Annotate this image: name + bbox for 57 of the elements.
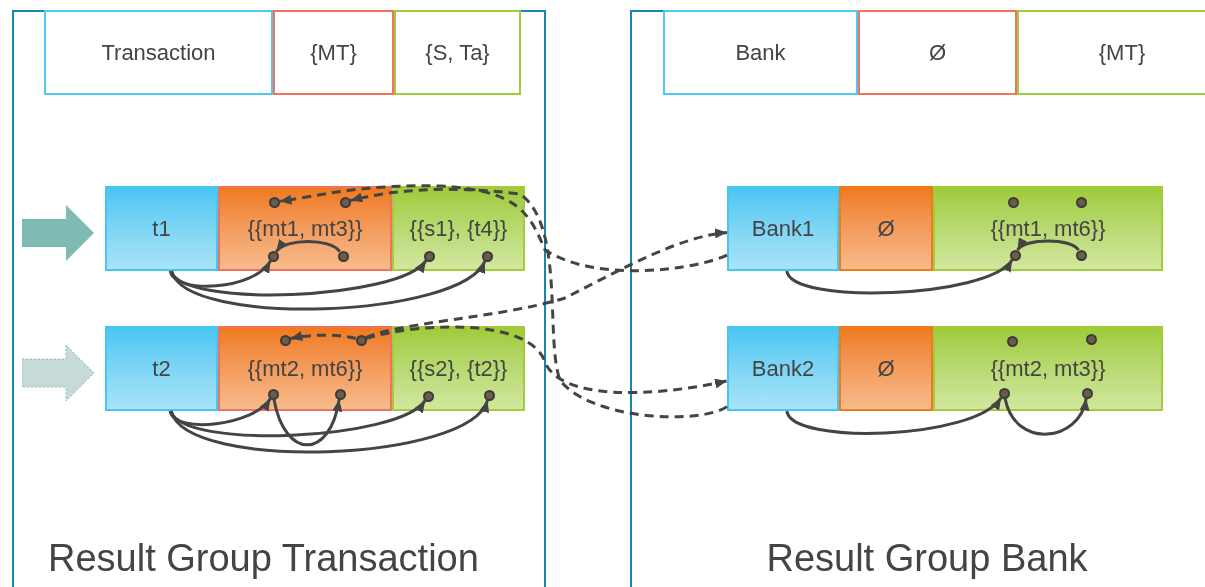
arrow <box>1003 397 1088 436</box>
key-cell <box>105 186 218 271</box>
block-arrow <box>22 205 94 261</box>
set-cell <box>392 326 525 411</box>
cell-text: {{mt2, mt3}} <box>990 355 1106 383</box>
group-panel <box>12 10 546 587</box>
key-cell <box>727 186 839 271</box>
set-cell <box>839 186 933 271</box>
dashed-arrow <box>365 229 728 340</box>
cell-text: {{s1}, {t4}} <box>409 215 508 243</box>
cell-text: {MT} <box>310 39 357 67</box>
key-cell <box>727 326 839 411</box>
block-arrow <box>22 345 94 401</box>
cell-text: Ø <box>877 355 895 383</box>
key-cell <box>105 326 218 411</box>
column-header <box>44 10 273 95</box>
arrow <box>785 258 1014 295</box>
dashed-arrow <box>290 331 357 342</box>
cell-text: {{s2}, {t2}} <box>409 355 508 383</box>
cell-text: {{mt1, mt6}} <box>990 215 1106 243</box>
column-header <box>663 10 858 95</box>
column-header <box>858 10 1017 95</box>
arrow <box>272 399 342 447</box>
set-cell <box>392 186 525 271</box>
cell-text: {{mt2, mt6}} <box>247 355 363 383</box>
group-panel <box>630 10 1205 587</box>
cell-text: t2 <box>152 355 171 383</box>
dashed-arrow <box>365 325 728 395</box>
arrow <box>168 259 272 288</box>
arrow <box>170 260 487 311</box>
cell-text: t1 <box>152 215 171 243</box>
set-cell <box>218 326 392 411</box>
column-header <box>1017 10 1205 95</box>
cell-text: Bank2 <box>751 355 815 383</box>
arrow <box>168 397 272 427</box>
dashed-arrow <box>279 184 728 273</box>
cell-text: {{mt1, mt3}} <box>247 215 363 243</box>
cell-text: Ø <box>877 215 895 243</box>
column-header <box>394 10 521 95</box>
column-header <box>273 10 394 95</box>
arrow <box>785 396 1003 435</box>
cell-text: {MT} <box>1098 39 1146 67</box>
set-cell <box>839 326 933 411</box>
arrow <box>169 399 489 454</box>
arrow <box>1016 237 1080 252</box>
group-title: Result Group Transaction <box>48 537 479 579</box>
cell-text: {S, Ta} <box>425 39 490 67</box>
cell-text: Transaction <box>101 39 216 67</box>
cell-text: Ø <box>928 39 947 67</box>
dashed-arrow <box>349 187 728 419</box>
set-cell <box>933 186 1163 271</box>
cell-text: Bank <box>735 39 786 67</box>
set-cell <box>933 326 1163 411</box>
group-title: Result Group Bank <box>766 537 1088 579</box>
arrow <box>275 239 341 253</box>
cell-text: Bank1 <box>751 215 815 243</box>
set-cell <box>218 186 392 271</box>
